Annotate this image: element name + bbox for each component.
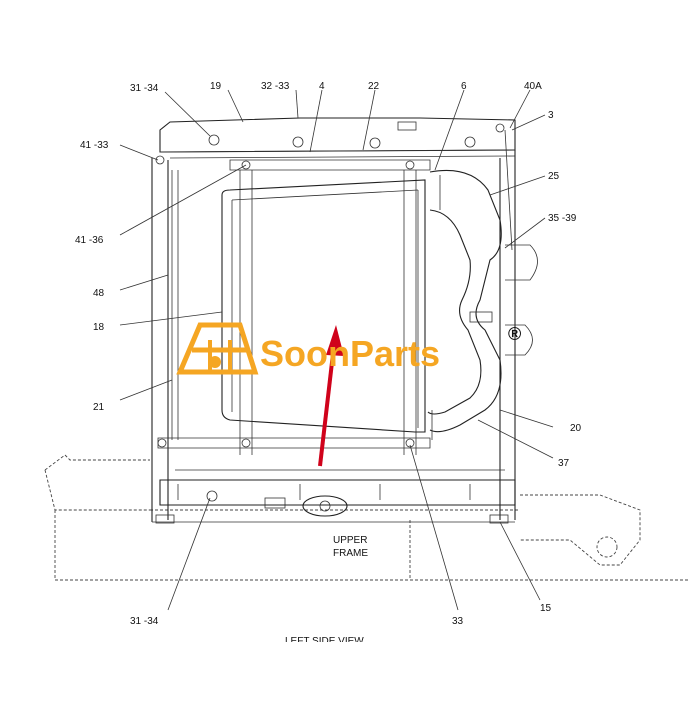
callout-3: 3 [548, 110, 554, 121]
leader-lines [119, 89, 554, 611]
callout-labels: 31 -34 19 32 -33 4 22 6 40A 3 41 -33 25 … [75, 81, 582, 627]
callout-15: 15 [540, 603, 552, 614]
callout-18: 18 [93, 322, 105, 333]
callout-20: 20 [570, 423, 582, 434]
callout-6: 6 [461, 81, 467, 92]
mounting-brackets [157, 159, 431, 455]
callout-48: 48 [93, 288, 105, 299]
callout-22: 22 [368, 81, 380, 92]
callout-32-33: 32 -33 [261, 81, 290, 92]
watermark-registered: ® [508, 324, 521, 344]
frame-label-line1: UPPER [333, 535, 367, 546]
radiator-core [221, 179, 426, 433]
top-tank [155, 117, 516, 165]
callout-19: 19 [210, 81, 222, 92]
callout-41-36: 41 -36 [75, 235, 104, 246]
callout-31-34-top: 31 -34 [130, 83, 159, 94]
watermark-brand: SoonParts [260, 333, 440, 374]
view-caption: LEFT SIDE VIEW [285, 636, 364, 647]
callout-35-39: 35 -39 [548, 213, 577, 224]
watermark-logo-icon [176, 322, 259, 375]
direction-arrow [318, 325, 344, 467]
callout-33: 33 [452, 616, 464, 627]
callout-37: 37 [558, 458, 570, 469]
side-frames [151, 150, 516, 524]
callout-4: 4 [319, 81, 325, 92]
callout-41-33: 41 -33 [80, 140, 109, 151]
coolant-hose [427, 129, 538, 440]
upper-frame-outline [44, 454, 690, 581]
soonparts-watermark: SoonParts ® [176, 322, 521, 375]
frame-label-line2: FRAME [333, 548, 368, 559]
bottom-tank [159, 469, 516, 517]
callout-31-34-bottom: 31 -34 [130, 616, 159, 627]
callout-40a: 40A [524, 81, 542, 92]
callout-25: 25 [548, 171, 560, 182]
callout-21: 21 [93, 402, 105, 413]
view-caption-clip: LEFT SIDE VIEW [285, 636, 364, 647]
